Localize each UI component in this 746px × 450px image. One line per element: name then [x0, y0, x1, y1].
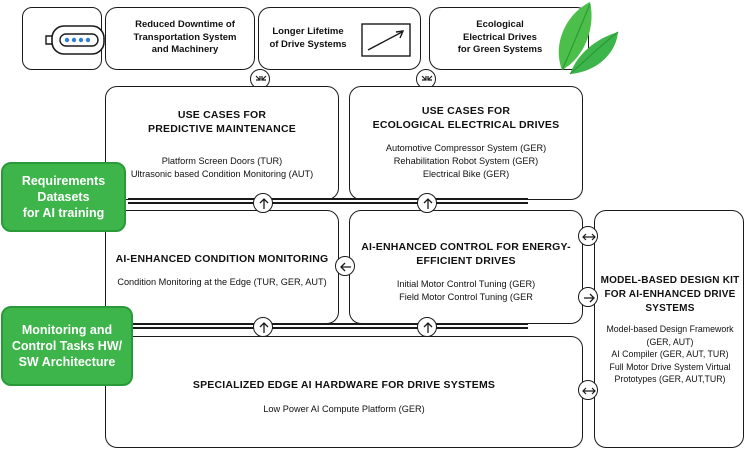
ecological-use-box	[349, 86, 583, 200]
arrow-up-icon	[253, 193, 273, 213]
arrow-right-icon	[578, 287, 598, 307]
predictive-box	[105, 86, 339, 200]
lifetime-text: Longer Lifetime of Drive Systems	[269, 26, 347, 50]
condition-title: AI-ENHANCED CONDITION MONITORING	[115, 253, 329, 265]
arrow-up-icon	[253, 317, 273, 337]
hardware-box	[105, 336, 583, 448]
connector-band	[128, 198, 528, 204]
control-items: Initial Motor Control Tuning (GER) Field…	[396, 279, 536, 302]
predictive-items: Platform Screen Doors (TUR) Ultrasonic b…	[130, 156, 314, 179]
requirements-box: Requirements Datasets for AI training	[1, 162, 126, 232]
condition-box	[105, 210, 339, 324]
condition-items: Condition Monitoring at the Edge (TUR, G…	[117, 277, 327, 287]
robot-icon	[34, 10, 118, 72]
ecological-text: Ecological Electrical Drives for Green S…	[457, 19, 543, 55]
control-title: AI-ENHANCED CONTROL FOR ENERGY- EFFICIEN…	[361, 241, 571, 267]
hardware-title: SPECIALIZED EDGE AI HARDWARE FOR DRIVE S…	[192, 379, 496, 391]
hardware-items: Low Power AI Compute Platform (GER)	[263, 404, 425, 414]
design-kit-title: MODEL-BASED DESIGN KIT FOR AI-ENHANCED D…	[600, 275, 740, 314]
connector-band	[128, 323, 528, 329]
chart-icon	[358, 20, 416, 60]
design-kit-box	[594, 210, 744, 448]
leaf-icon	[550, 0, 620, 76]
arrow-up-icon	[417, 193, 437, 213]
downtime-text: Reduced Downtime of Transportation Syste…	[133, 19, 237, 55]
ecological-use-items: Automotive Compressor System (GER) Rehab…	[385, 143, 547, 179]
predictive-title: USE CASES FOR PREDICTIVE MAINTENANCE	[148, 109, 296, 135]
arrow-both-icon	[578, 226, 598, 246]
downtime-card	[105, 7, 255, 70]
ecological-use-title: USE CASES FOR ECOLOGICAL ELECTRICAL DRIV…	[372, 105, 560, 131]
arrow-both-icon	[578, 380, 598, 400]
monitoring-box: Monitoring and Control Tasks HW/ SW Arch…	[1, 306, 133, 386]
design-kit-items: Model-based Design Framework (GER, AUT) …	[606, 324, 734, 384]
arrow-left-icon	[335, 256, 355, 276]
arrow-up-icon	[417, 317, 437, 337]
